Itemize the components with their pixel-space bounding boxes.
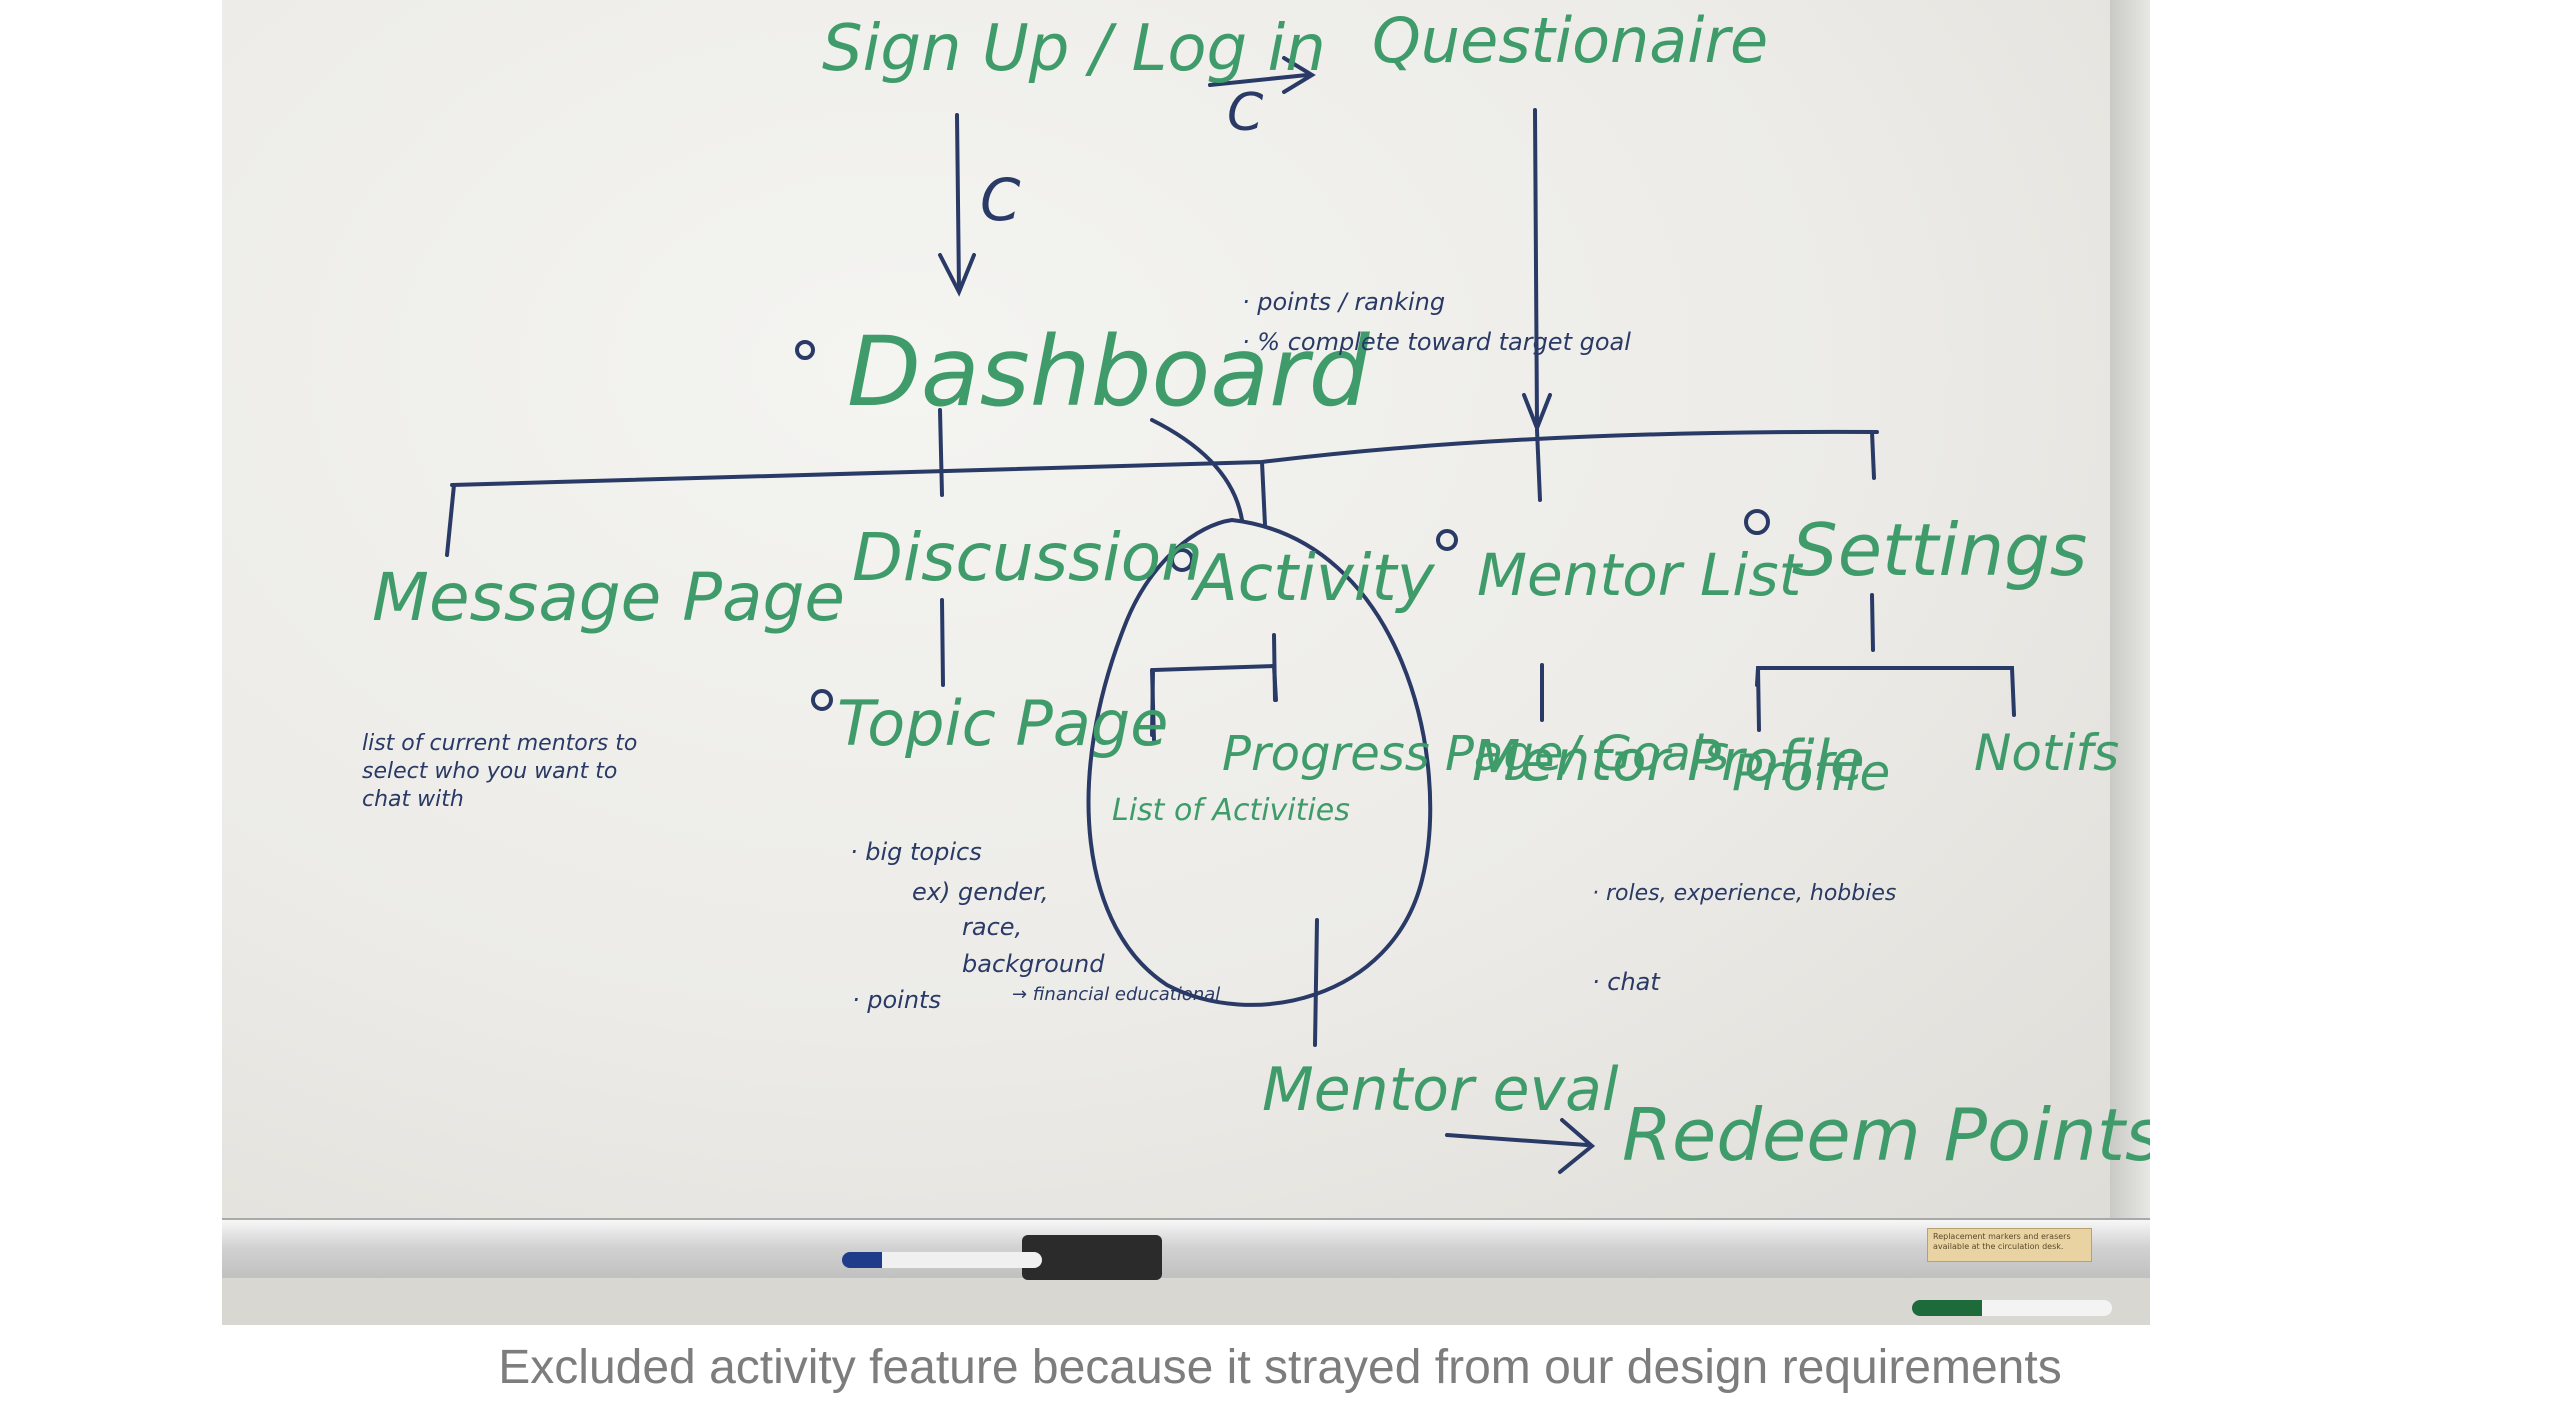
node-activity: Activity [1190,542,1436,616]
node-dashboard: Dashboard [847,316,1371,428]
drop-list [1150,668,1156,742]
edge-label-c2: C [980,166,1021,234]
bullet-mentor [1436,529,1458,551]
note-topic-1: · big topics [850,838,982,866]
node-mentor-profile: Mentor Profile [1472,729,1865,794]
arrow-head [1558,1118,1596,1174]
arrow-head [938,253,976,297]
node-redeem-points: Redeem Points [1622,1093,2150,1177]
bullet-settings [1744,509,1770,535]
note-mentor-profile-2: · chat [1592,968,1661,996]
edge-progress-eval [1313,918,1319,1047]
edge-discussion-topic [940,598,945,687]
edge-settings-sub [1870,593,1875,652]
bullet-topic [811,689,833,711]
marker-tray [222,1218,2150,1280]
node-signup: Sign Up / Log in [822,12,1326,86]
node-questionaire: Questionaire [1372,4,1768,77]
bullet-dashboard [795,340,815,360]
arrow-signup-dashboard [955,113,961,292]
connector-lines [445,56,2016,1174]
arrow-head [1522,393,1552,434]
drop-message [445,483,456,557]
node-mentor-list: Mentor List [1477,541,1804,609]
activity-circle [1086,517,1433,1007]
figure-caption: Excluded activity feature because it str… [498,1341,2062,1394]
note-topic-2: ex) gender, [912,878,1048,906]
note-message-page-box: list of current mentors to select who yo… [362,731,638,812]
bullet-activity [1170,548,1194,572]
note-topic-6: · points [852,986,941,1014]
arrow-eval-redeem [1445,1133,1589,1147]
node-progress-page: Progress Page/ Goals [1222,726,1729,782]
node-mentor-eval: Mentor eval [1262,1055,1619,1125]
arrow-questionaire-dashboard [1533,108,1539,427]
node-topic-page: Topic Page [837,687,1168,760]
note-topic-3: race, [962,913,1022,941]
drop-activity [1260,460,1267,527]
drop-profile [1756,666,1761,732]
drop-mentor [1535,428,1542,502]
bracket-activity [1150,663,1278,737]
node-profile: Profile [1732,744,1890,802]
marker-blue [842,1252,1042,1268]
wall [222,1278,2150,1325]
sticker-label: Replacement markers and erasers availabl… [1927,1228,2092,1262]
whiteboard-photo: Replacement markers and erasers availabl… [222,0,2150,1325]
note-topic-5: → financial educational [1012,984,1220,1005]
node-message-page: Message Page [372,559,845,636]
drop-settings [1870,430,1876,480]
node-list-activities: List of Activities [1112,793,1350,828]
node-notifs: Notifs [1974,724,2119,782]
arrow-signup-questionaire [1208,73,1309,87]
whiteboard-frame [2110,0,2150,1240]
node-settings: Settings [1792,508,2087,592]
note-mentor-profile-1: · roles, experience, hobbies [1592,881,1896,906]
note-dashboard-1: · points / ranking [1242,288,1445,316]
note-message-page: list of current mentors to select who yo… [362,731,638,812]
node-discussion: Discussion [852,519,1203,596]
drop-discussion [938,408,944,497]
eraser [1022,1235,1162,1280]
note-topic-4: background [962,950,1105,978]
edge-label-c1: C [1227,83,1264,143]
marker-green [1912,1300,2112,1316]
note-dashboard-2: · % complete toward target goal [1242,328,1631,356]
diagram-ink: Sign Up / Log in Questionaire Dashboard … [362,4,2150,1177]
bracket-settings [1755,666,2016,717]
dashboard-curve [1150,418,1244,522]
arrow-head [1282,56,1316,94]
whiteboard-surface [222,0,2142,1225]
bus-line [450,429,1879,487]
